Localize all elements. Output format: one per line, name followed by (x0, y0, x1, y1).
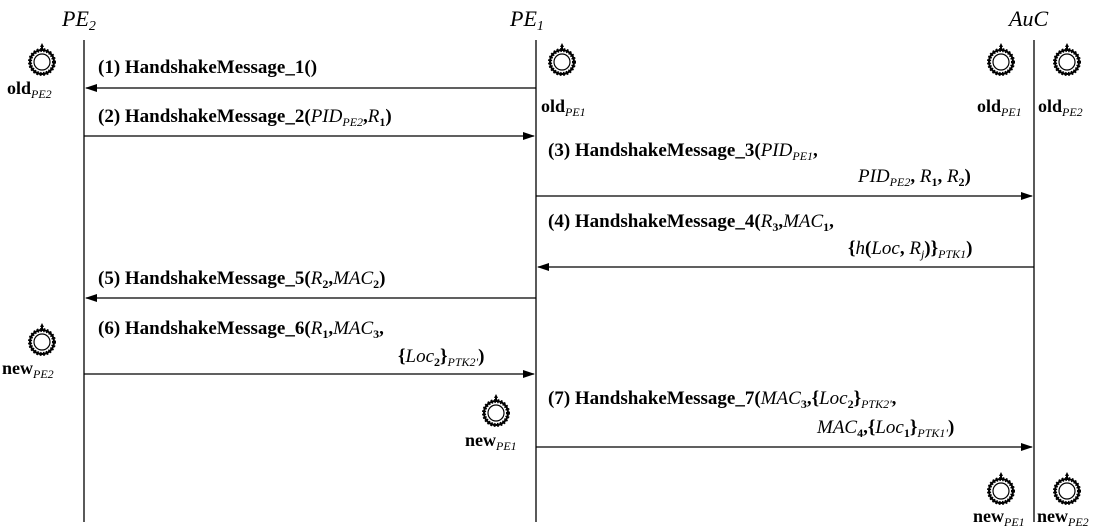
message-6-label: (6) HandshakeMessage_6(R1,MAC3, (98, 318, 384, 341)
entity-pe2: PE2 (62, 6, 96, 34)
timer-dial-icon (28, 321, 56, 356)
entity-auc: AuC (1009, 6, 1049, 31)
message-2-label: (2) HandshakeMessage_2(PIDPE2,R1) (98, 106, 392, 129)
message-5-label: (5) HandshakeMessage_5(R2,MAC2) (98, 268, 386, 291)
message-6-label-cont: {Loc2}PTK2') (398, 346, 485, 369)
timer-dial-icon (548, 41, 576, 76)
message-1-label: (1) HandshakeMessage_1() (98, 57, 318, 78)
message-7-label-cont: MAC4,{Loc1}PTK1') (817, 417, 955, 440)
message-4-label: (4) HandshakeMessage_4(R3,MAC1, (548, 211, 834, 234)
message-7-label: (7) HandshakeMessage_7(MAC3,{Loc2}PTK2', (548, 388, 897, 411)
state-new-pe1: newPE1 (465, 430, 517, 453)
timer-dial-icon (1053, 41, 1081, 76)
message-4-label-cont: {h(Loc, Rj)}PTK1) (848, 238, 973, 261)
state-old-pe2: oldPE2 (7, 78, 52, 101)
timer-dial-icon (482, 392, 510, 427)
state-old-pe1-auc: oldPE1 (977, 96, 1022, 119)
state-old-pe1: oldPE1 (541, 96, 586, 119)
message-3-label-cont: PIDPE2, R1, R2) (858, 166, 971, 189)
state-new-pe2-auc: newPE2 (1037, 506, 1089, 529)
entity-pe1: PE1 (510, 6, 544, 34)
timer-dial-icon (28, 41, 56, 76)
timer-dial-icon (1053, 470, 1081, 505)
state-old-pe2-auc: oldPE2 (1038, 96, 1083, 119)
timer-dial-icon (987, 41, 1015, 76)
timer-dial-icon (987, 470, 1015, 505)
state-new-pe1-auc: newPE1 (973, 506, 1025, 529)
message-3-label: (3) HandshakeMessage_3(PIDPE1, (548, 140, 818, 163)
state-new-pe2: newPE2 (2, 358, 54, 381)
